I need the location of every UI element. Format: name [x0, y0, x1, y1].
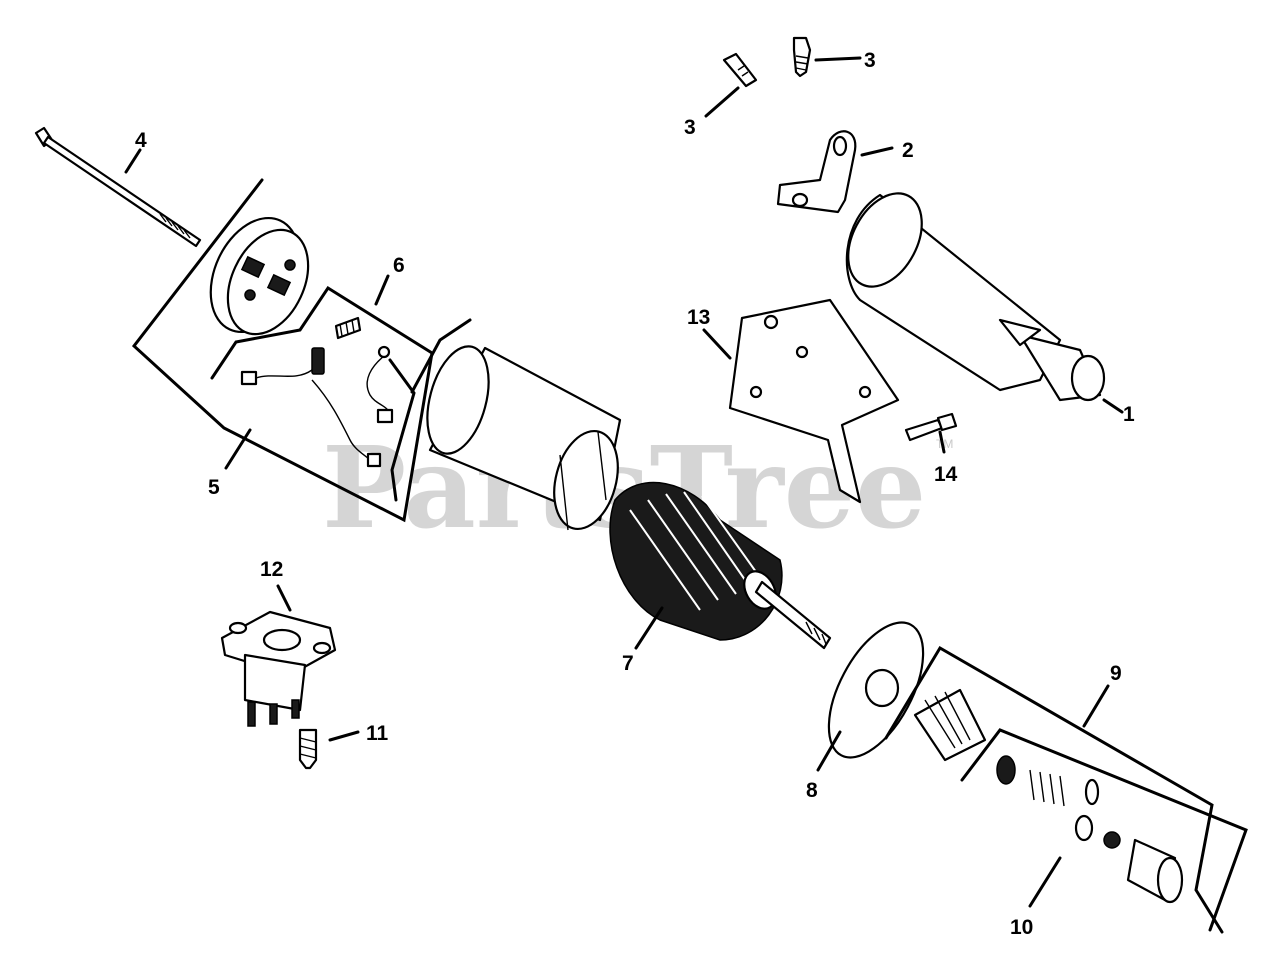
part-12-solenoid[interactable]: [220, 610, 337, 727]
part-10-drive-parts[interactable]: [960, 728, 1248, 932]
part-13-mounting-bracket[interactable]: [728, 298, 900, 504]
callout-7: 7: [622, 652, 634, 675]
leader-lines: [124, 56, 1124, 908]
callout-labels: 1 2 3 3 4 5 6 7 8 9 10 11 12 13 14: [135, 49, 1135, 939]
part-1-starter-motor[interactable]: [833, 181, 1106, 402]
part-11-screw[interactable]: [298, 728, 318, 770]
callout-5: 5: [208, 476, 220, 499]
part-14-screw[interactable]: [904, 412, 958, 442]
part-6-brush-kit[interactable]: [240, 316, 472, 502]
callout-10: 10: [1010, 916, 1033, 939]
part-2-bracket[interactable]: [776, 130, 857, 214]
callout-8: 8: [806, 779, 818, 802]
part-4-through-bolt[interactable]: [34, 126, 202, 248]
callout-4: 4: [135, 129, 147, 152]
callout-3-left: 3: [684, 116, 696, 139]
part-3-screw-b[interactable]: [792, 36, 812, 78]
part-3-screw-a[interactable]: [722, 52, 758, 88]
callout-14: 14: [934, 463, 958, 486]
callout-12: 12: [260, 558, 283, 581]
field-frame-housing[interactable]: [417, 340, 628, 536]
part-7-armature[interactable]: [609, 481, 832, 650]
callout-3-right: 3: [864, 49, 876, 72]
callout-11: 11: [366, 722, 389, 745]
callout-2: 2: [902, 139, 914, 162]
callout-13: 13: [687, 306, 710, 329]
part-9-drive-assembly[interactable]: [884, 645, 1224, 934]
callout-9: 9: [1110, 662, 1122, 685]
callout-6: 6: [393, 254, 405, 277]
callout-1: 1: [1123, 403, 1135, 426]
part-8-end-plate[interactable]: [809, 608, 942, 772]
